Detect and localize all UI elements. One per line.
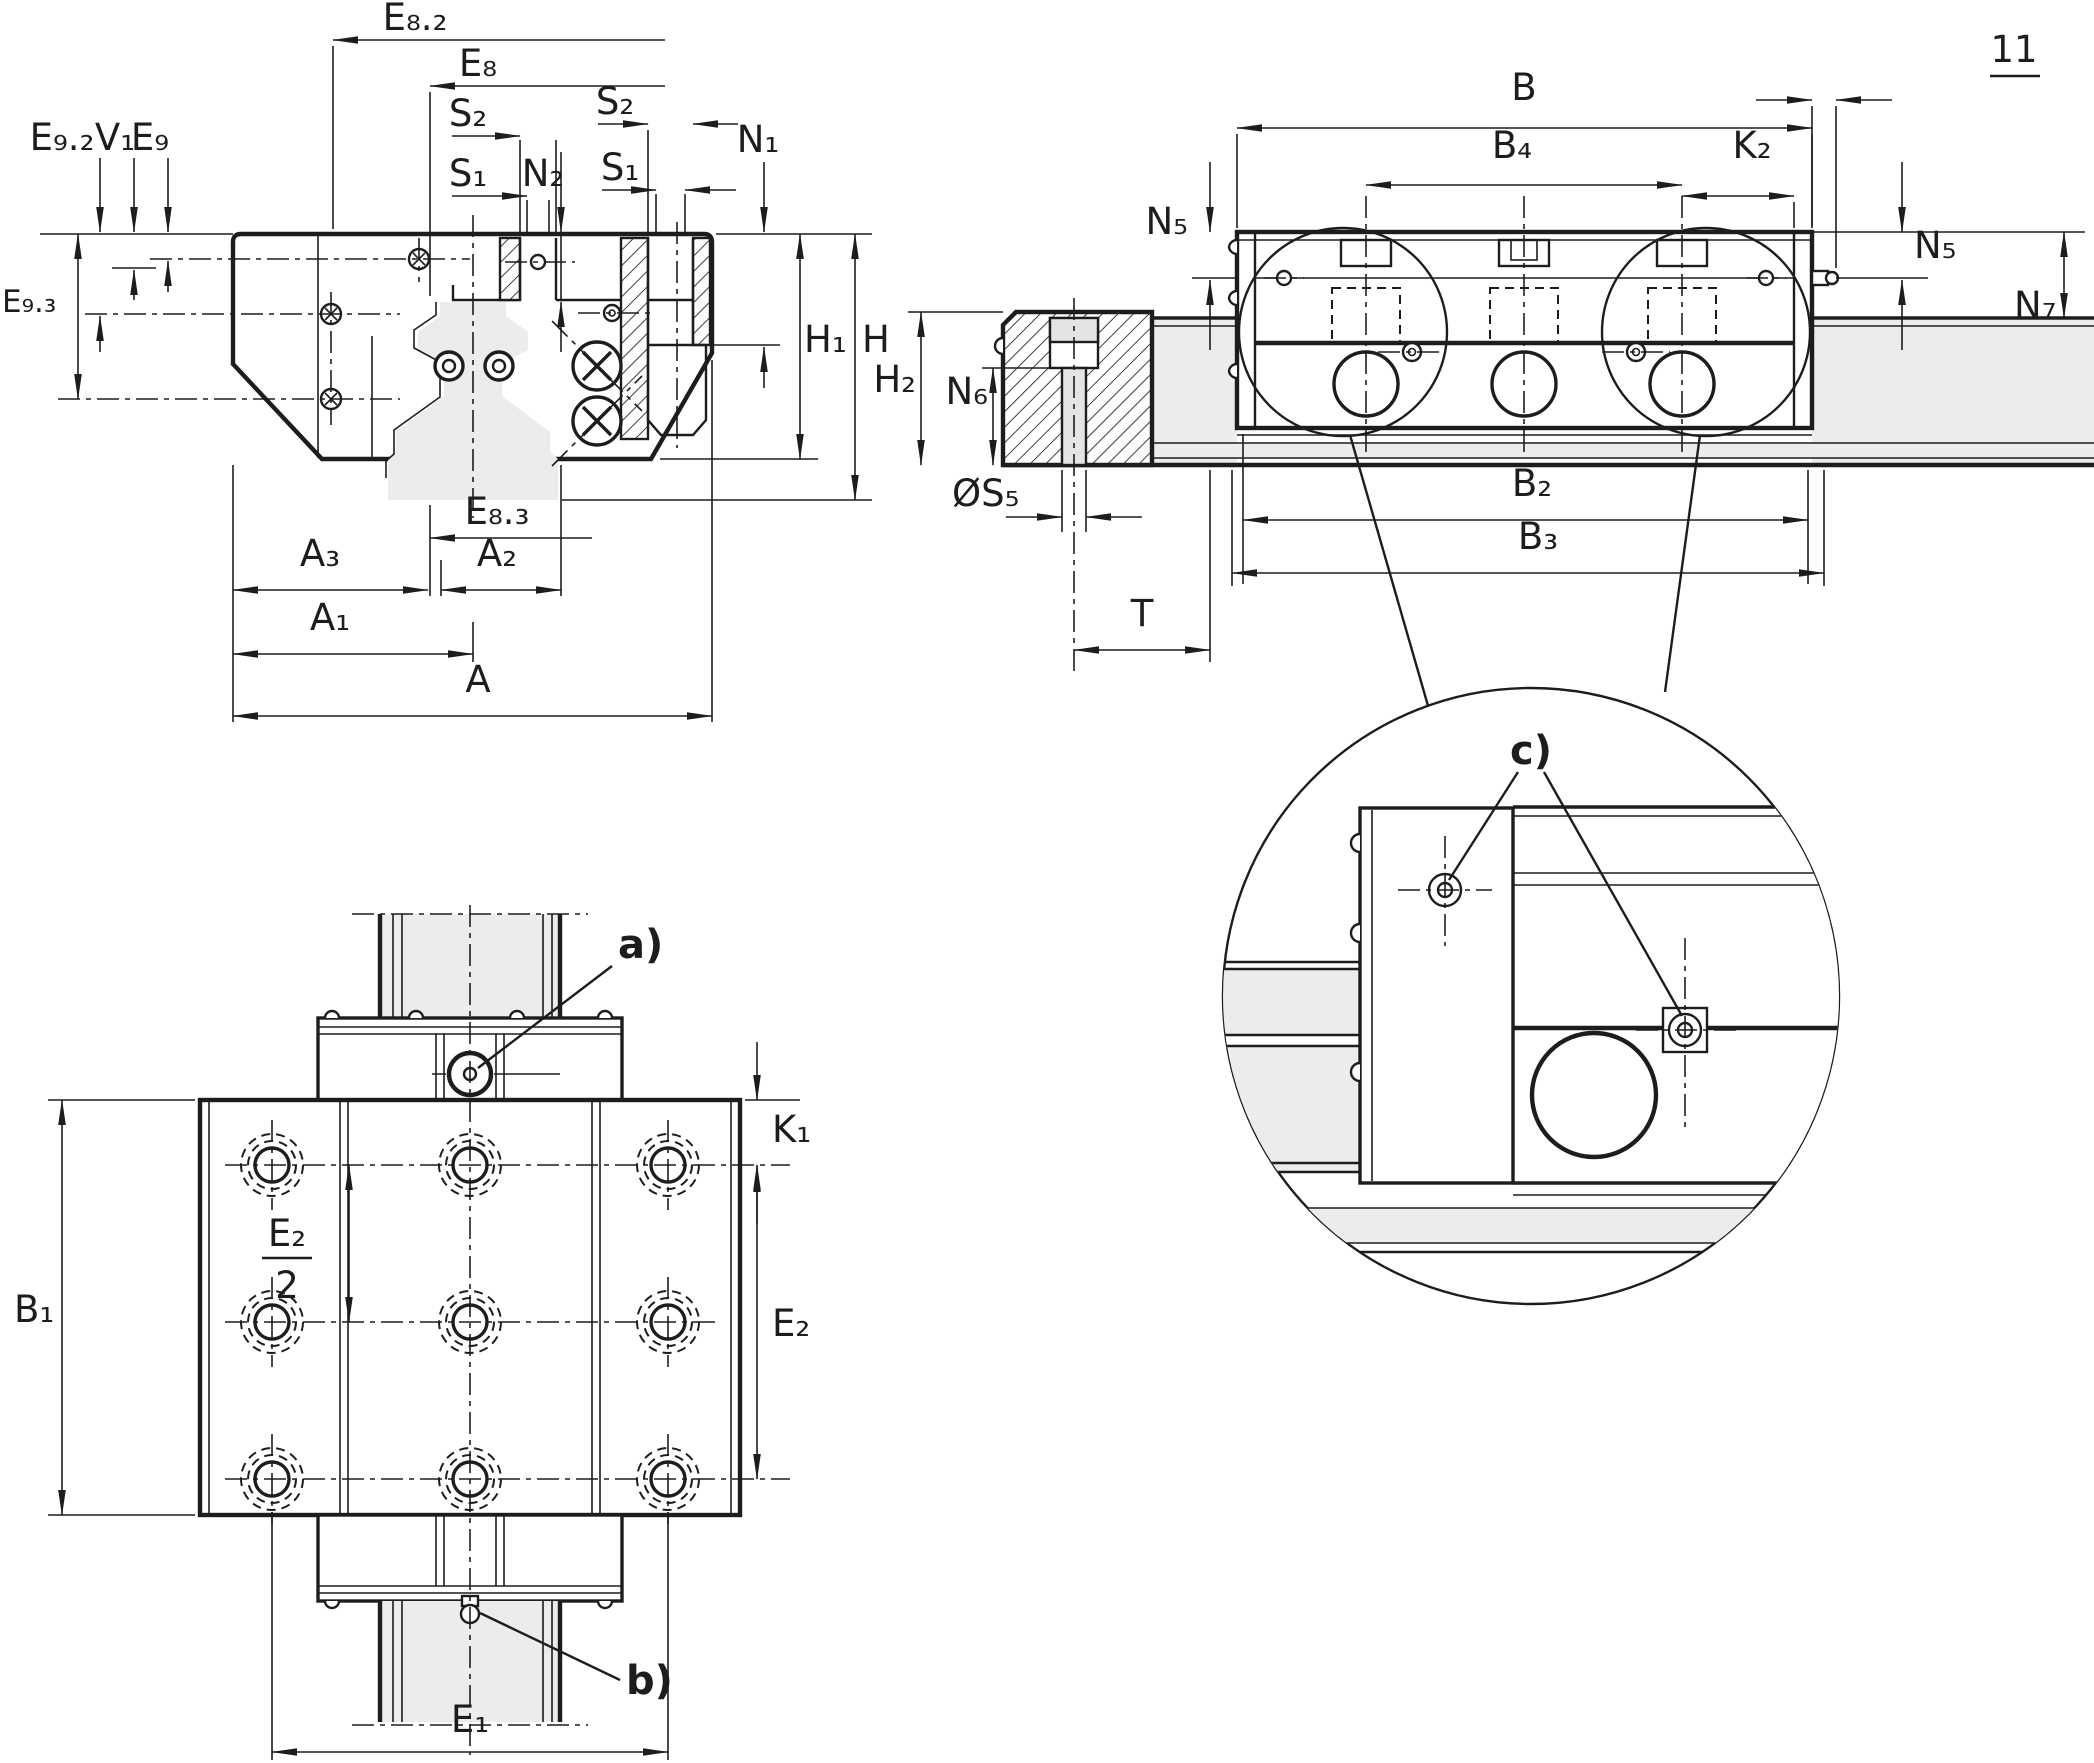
dim-label-s1-left: S₁ <box>449 152 487 195</box>
mounting-hole-hidden <box>1331 196 1717 452</box>
end-plate <box>1358 806 1515 1185</box>
dim-label-h2: H₂ <box>873 358 916 401</box>
end-plate-bumps <box>1227 238 1238 380</box>
dim-label-e2-half: E₂ 2 <box>262 1212 312 1307</box>
dim-label-11: 11 <box>1990 28 2037 71</box>
dim-label-v1: V₁ <box>95 116 135 159</box>
end-plate-bumps <box>1349 832 1361 1083</box>
dim-label-s1-right: S₁ <box>601 146 639 189</box>
rail-lines <box>1223 960 1360 1174</box>
section-view: E₉.₂ V₁ E₉ E₉.₃ E₈.₂ E₈ S₂ S₁ N₂ S₂ S₁ N… <box>2 0 890 722</box>
dim-label-h1: H₁ <box>804 318 847 361</box>
dim-label-e2-half-den: 2 <box>275 1264 299 1307</box>
callout-leader <box>1542 771 1684 1017</box>
dim-label-e9-3: E₉.₃ <box>2 284 56 320</box>
detail-balloon <box>1600 226 1812 438</box>
bore-wall-hatch <box>619 236 650 441</box>
rail-fill <box>1223 969 1360 1172</box>
dim-label-b3: B₃ <box>1518 515 1558 558</box>
dim-label-b2: B₂ <box>1512 462 1552 505</box>
dim-label-k2: K₂ <box>1732 124 1771 167</box>
callout-leader <box>477 965 613 1069</box>
callout-leader <box>479 1611 621 1682</box>
rail-lines <box>392 914 553 1018</box>
ball-icon <box>441 358 457 374</box>
rail-lines <box>392 1601 553 1722</box>
dim-label-a3: A₃ <box>300 532 340 575</box>
dim-label-n5-left: N₅ <box>1145 200 1188 243</box>
through-hole <box>1490 350 1558 418</box>
rail-edges <box>377 914 563 1018</box>
dim-label-a: A <box>465 658 490 701</box>
callout-label-a: a) <box>618 922 663 968</box>
dim-label-n6: N₆ <box>945 370 988 413</box>
dim-label-t: T <box>1130 592 1154 635</box>
ball-icon <box>491 358 507 374</box>
cap-seams <box>435 1034 505 1100</box>
counterbore <box>646 238 708 437</box>
detail-balloon <box>1237 226 1449 438</box>
rail-lines <box>1152 325 2094 459</box>
through-hole <box>1332 350 1400 418</box>
dim-label-b: B <box>1511 66 1536 109</box>
dim-label-n7: N₇ <box>2014 284 2057 327</box>
reference-screw-icon <box>1378 341 1670 363</box>
dim-label-e2-half-num: E₂ <box>268 1212 306 1255</box>
dim-label-e8-2: E₈.₂ <box>383 0 448 39</box>
centerline <box>1398 836 1492 946</box>
hole-centerlines <box>271 1120 669 1524</box>
dim-label-n1: N₁ <box>737 118 780 161</box>
dim-label-e9-2: E₉.₂ <box>30 116 95 159</box>
centerline <box>1636 938 1742 1128</box>
rail-fill <box>1812 320 2094 463</box>
detail-content <box>1223 805 1839 1254</box>
rail-fill <box>1223 1208 1839 1243</box>
bore-wall-hatch <box>691 236 712 347</box>
dim-label-h: H <box>862 318 890 361</box>
detail-leader <box>1663 434 1702 693</box>
seam-line <box>451 285 712 302</box>
end-cap-bumps <box>323 1009 614 1019</box>
ball-icon <box>433 350 465 382</box>
dim-label-n2: N₂ <box>522 152 565 195</box>
rail-edges <box>377 1601 563 1722</box>
dim-label-e8: E₈ <box>459 42 497 85</box>
contact-line <box>551 320 643 467</box>
left-bore <box>518 238 558 300</box>
cap-seams <box>435 1515 505 1586</box>
clamp-pin <box>993 336 1004 356</box>
dim-label-e1: E₁ <box>451 1698 489 1741</box>
detail-leader <box>1348 434 1439 738</box>
through-hole <box>1529 1030 1659 1160</box>
detail-view: c) <box>1221 686 1841 1306</box>
dim-label-b4: B₄ <box>1492 124 1532 167</box>
plan-view: a) b) B₁ K₁ E₂ E₂ 2 E₁ <box>14 905 811 1760</box>
dim-label-s2-left: S₂ <box>449 92 487 135</box>
dim-label-a1: A₁ <box>310 596 350 639</box>
dim-label-s5: ØS₅ <box>952 472 1019 515</box>
ball-icon <box>483 350 515 382</box>
hole-row-centerlines <box>225 1164 790 1480</box>
dim-label-k1: K₁ <box>772 1108 811 1151</box>
dim-label-e9: E₉ <box>131 116 169 159</box>
callout-label-b: b) <box>626 1658 673 1704</box>
dim-label-e2: E₂ <box>772 1302 810 1345</box>
rail-fill <box>1152 320 1237 463</box>
dim-label-s2-right: S₂ <box>596 80 634 123</box>
dim-label-n5-right: N₅ <box>1914 224 1957 267</box>
through-hole <box>1648 350 1716 418</box>
seal-contour <box>385 302 441 478</box>
rail-groove <box>1223 1035 1360 1046</box>
dim-label-b1: B₁ <box>14 1288 54 1331</box>
dim-label-a2: A₂ <box>477 532 517 575</box>
callout-leader <box>1447 771 1520 881</box>
dim-label-e8-3: E₈.₃ <box>465 490 530 533</box>
callout-label-c: c) <box>1510 728 1552 774</box>
side-view: B 11 B₄ K₂ N₅ N₅ N₇ H₂ N₆ ØS₅ B₂ B₃ T <box>873 28 2094 738</box>
bore-wall-hatch-left <box>498 236 522 302</box>
